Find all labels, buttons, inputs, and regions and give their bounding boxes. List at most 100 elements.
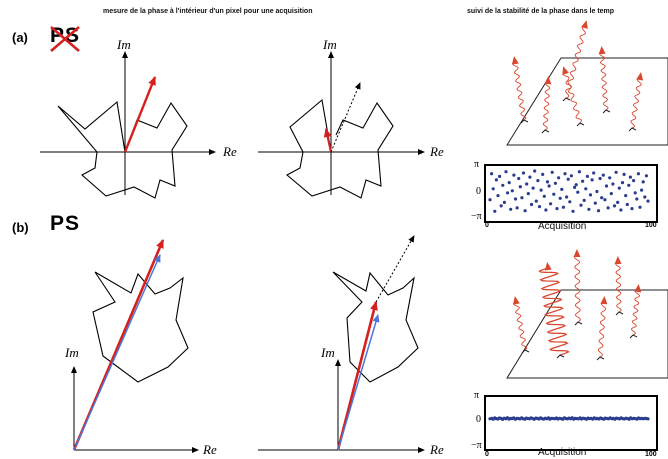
phase-point <box>609 192 613 196</box>
phase-point <box>614 170 618 174</box>
phase-point <box>588 193 593 197</box>
phase-point <box>523 209 527 213</box>
strip-a-xaxis-title: Acquisition <box>538 221 587 232</box>
pixel-plane <box>506 289 668 379</box>
phase-point <box>563 172 567 176</box>
phase-point <box>520 196 524 200</box>
phase-point <box>525 182 529 186</box>
wave-arrow <box>628 72 644 132</box>
strip-b-ytick-0: 0 <box>476 414 481 425</box>
phase-point <box>553 181 557 185</box>
wave-arrow <box>573 249 583 326</box>
strip-a-ytick-0: 0 <box>476 186 481 197</box>
phase-point <box>552 192 556 196</box>
phase-point <box>608 176 612 180</box>
phase-point <box>518 185 522 189</box>
phase-point <box>574 183 578 187</box>
phase-strip-a-plot <box>488 169 650 213</box>
wave-arrow <box>562 20 588 102</box>
phase-point <box>517 176 521 181</box>
strip-b-xtick-min: 0 <box>485 451 489 458</box>
panel-a-label: (a) <box>12 30 28 45</box>
phase-point <box>596 209 601 213</box>
phase-point <box>502 200 506 204</box>
wave-arrow <box>512 296 530 354</box>
phase-point <box>561 205 565 209</box>
phase-point <box>529 202 534 207</box>
phase-point <box>625 202 629 207</box>
phase-point <box>617 186 621 190</box>
wave-arrow <box>596 296 608 361</box>
phase-point <box>513 197 518 201</box>
phase-point <box>627 183 631 187</box>
strip-a-ytick-minus-pi: −π <box>471 211 482 222</box>
phase-point <box>628 175 632 179</box>
phasor-chain <box>286 98 394 199</box>
strip-a-xtick-max: 100 <box>645 222 657 229</box>
phase-point <box>549 202 553 206</box>
phase-point <box>504 170 508 174</box>
phase-point <box>526 192 530 196</box>
phase-point <box>534 199 538 203</box>
left-section-title: mesure de la phase à l'intérieur d'un pi… <box>103 8 313 15</box>
phase-point <box>506 191 510 195</box>
resultant-phasor <box>336 301 378 451</box>
phase-point <box>493 209 497 213</box>
phase-point <box>619 208 623 212</box>
phase-point <box>638 205 642 209</box>
panel-b-ps-tag: PS <box>50 212 81 235</box>
phase-strip-a <box>484 164 658 223</box>
phase-point <box>643 195 647 199</box>
phase-point <box>545 180 550 184</box>
phase-point <box>515 206 519 210</box>
phase-point <box>577 170 581 174</box>
wave-arrow <box>541 76 552 134</box>
phase-point <box>584 187 588 191</box>
phasor-b1 <box>71 239 199 453</box>
phase-point <box>600 196 604 200</box>
phase-point <box>539 188 543 192</box>
panel-b-label: (b) <box>12 220 29 235</box>
phase-point <box>498 174 502 178</box>
wave-arrow <box>562 66 585 127</box>
phase-point <box>531 186 535 190</box>
resultant-phasor <box>123 76 157 153</box>
phase-point <box>565 195 569 199</box>
phase-point <box>606 206 610 210</box>
phase-point <box>640 188 644 192</box>
imag-axis-label: Im <box>321 345 335 360</box>
reference-phasor <box>73 254 161 451</box>
phase-point <box>544 208 548 212</box>
real-axis-label: Re <box>430 442 444 457</box>
phase-point <box>635 197 639 201</box>
phase-point <box>499 204 503 208</box>
panel-a-ps-tag: PS <box>50 24 81 47</box>
phase-point <box>593 201 597 205</box>
phase-point <box>603 198 607 202</box>
wave-arrow <box>598 46 611 114</box>
wave-arrow <box>538 262 570 359</box>
phase-strip-b <box>484 395 658 451</box>
phase-point <box>644 174 648 178</box>
phase-point <box>573 185 577 189</box>
phase-point <box>510 189 514 193</box>
real-axis-label: Re <box>223 144 237 159</box>
phasor-a2 <box>258 51 425 199</box>
cross-out-mark <box>50 26 80 52</box>
phase-point <box>541 172 545 176</box>
pixel-plane <box>506 57 668 146</box>
phase-point <box>533 169 537 173</box>
phase-point <box>536 179 540 183</box>
phase-point <box>624 194 628 198</box>
phase-point <box>555 207 559 211</box>
wave-arrow <box>629 284 642 339</box>
phase-point <box>488 198 492 202</box>
strip-b-xaxis-title: Acquisition <box>538 447 587 458</box>
phase-point <box>542 194 546 198</box>
phase-point <box>646 417 650 421</box>
phase-point <box>557 176 561 180</box>
phase-point <box>512 173 516 177</box>
phase-point <box>601 173 605 177</box>
phase-strip-b-plot <box>488 416 650 421</box>
phase-point <box>521 171 526 175</box>
